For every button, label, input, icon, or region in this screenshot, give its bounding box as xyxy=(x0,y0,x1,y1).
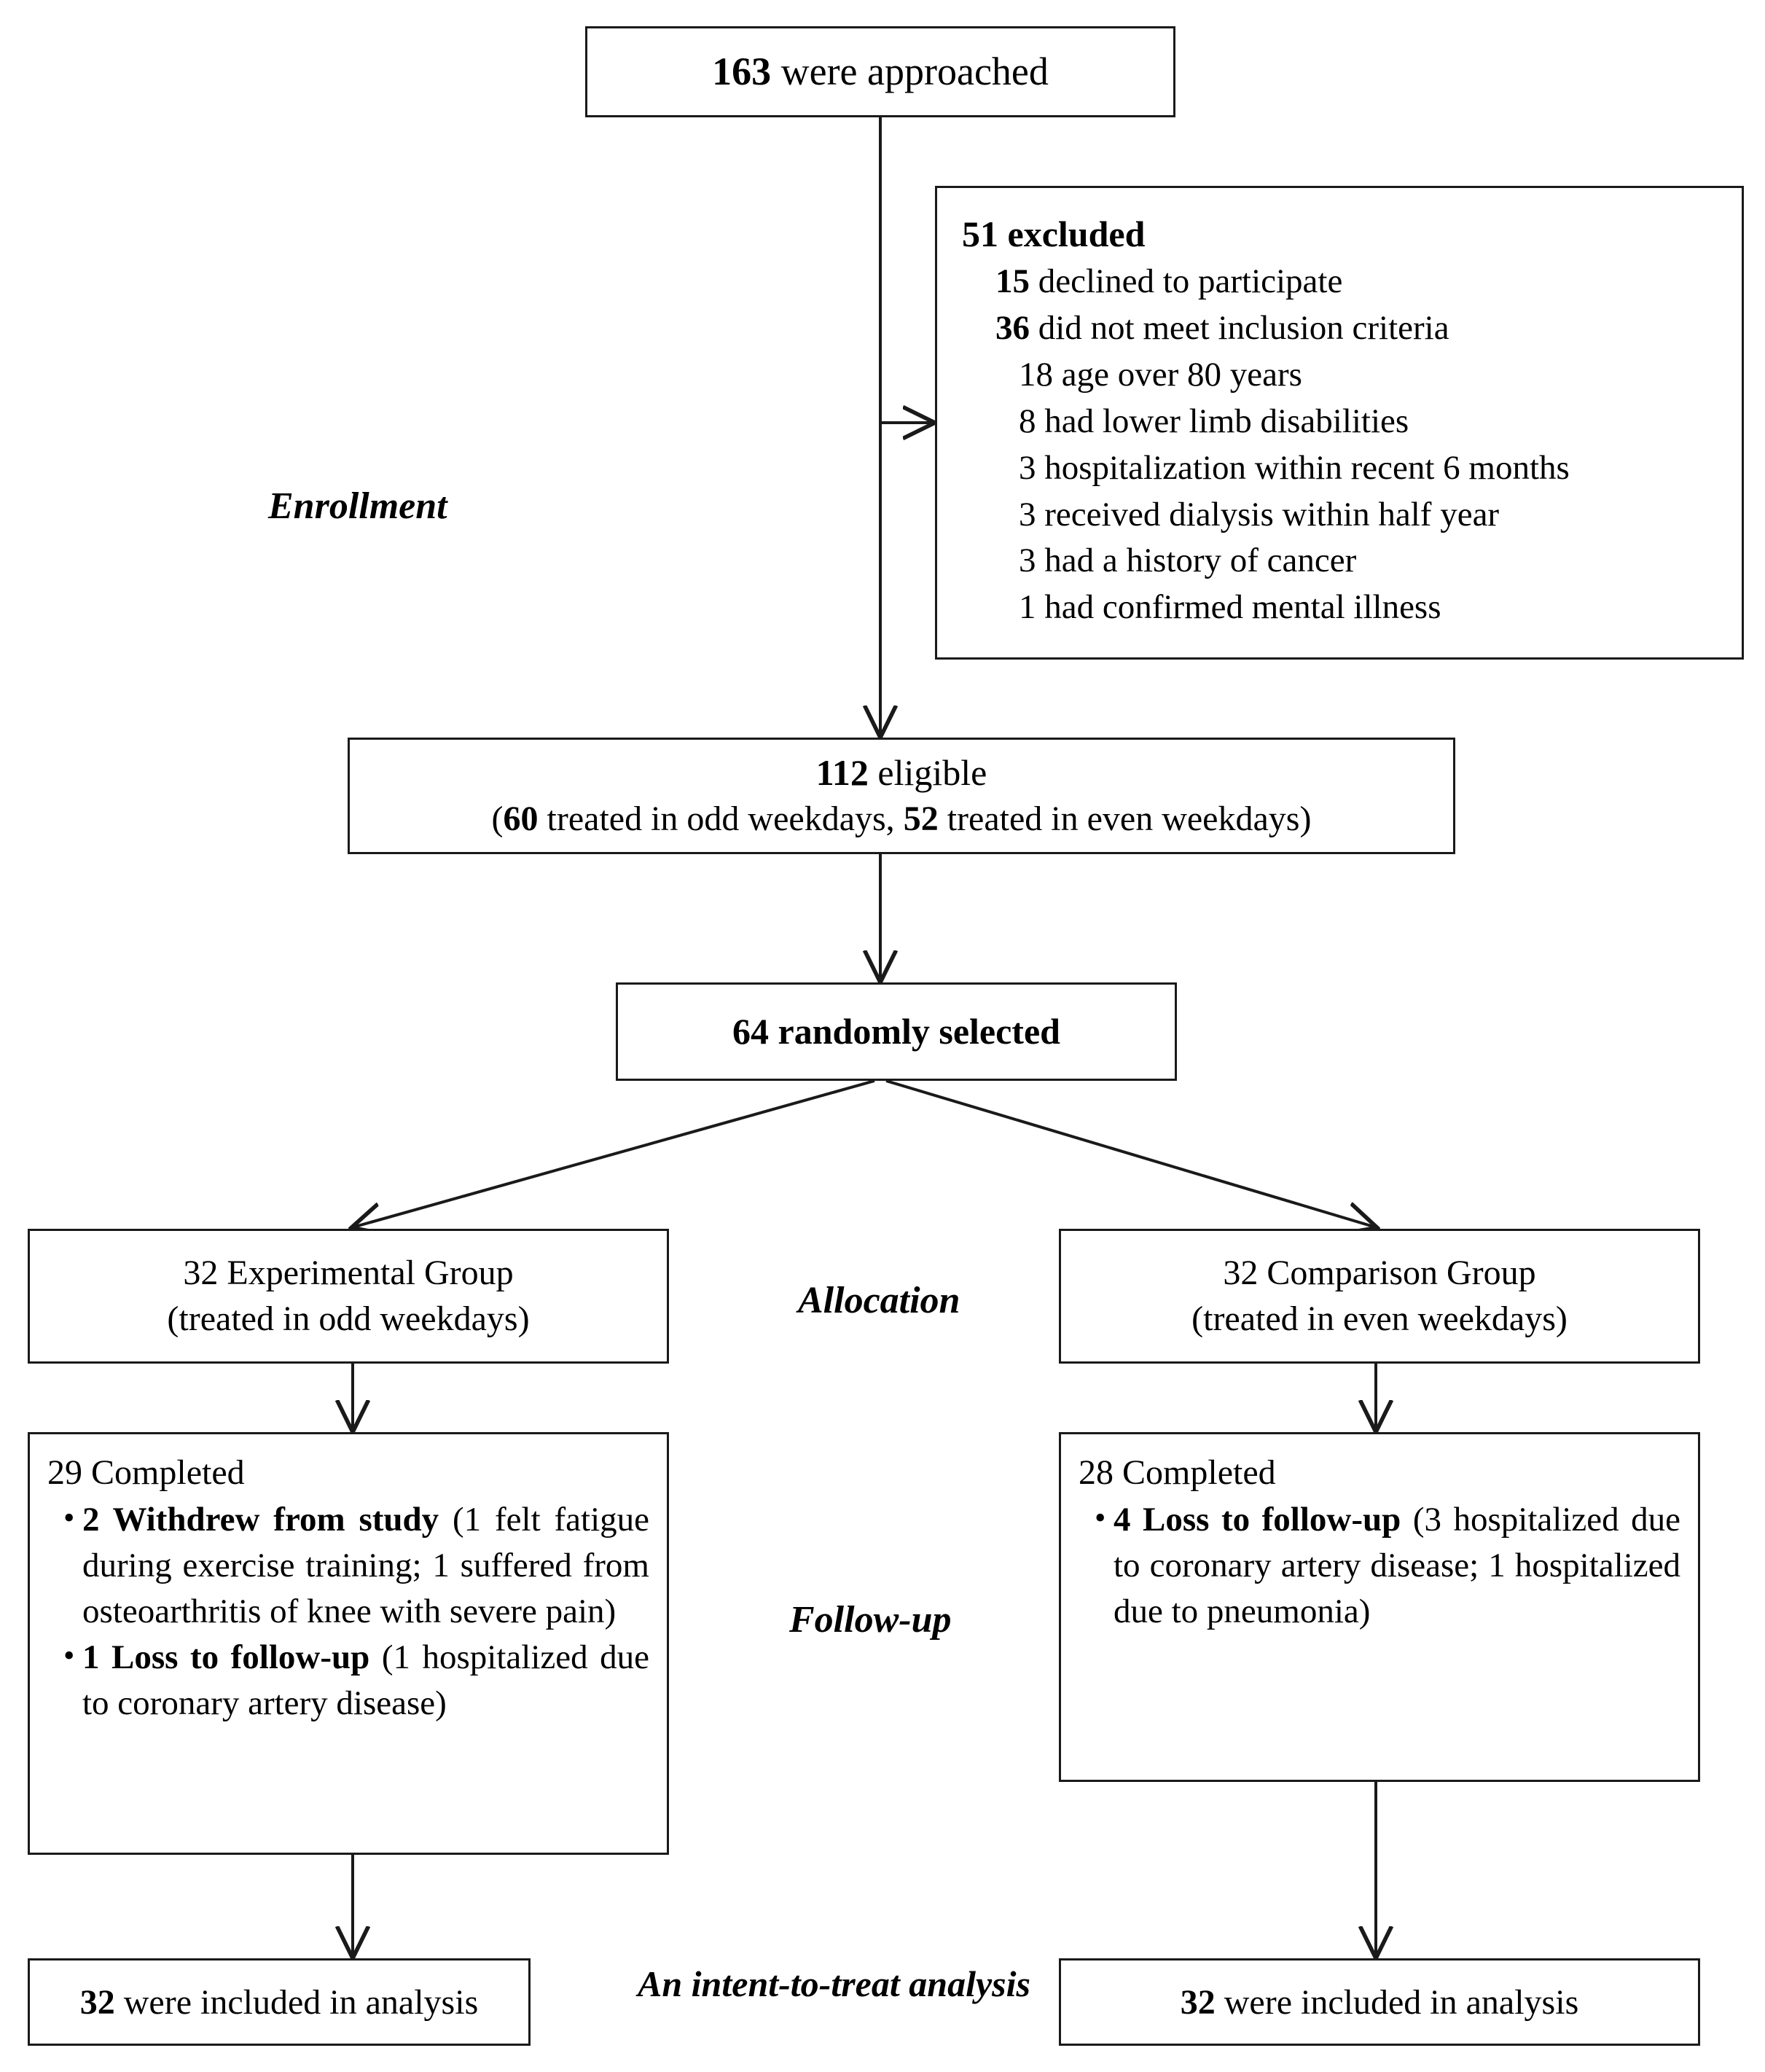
experimental-withdrew-label: 2 Withdrew from study xyxy=(82,1501,439,1539)
experimental-loss-detail: (1 hospitalized due to coronary artery d… xyxy=(82,1638,649,1723)
experimental-group-title: 32 Experimental Group xyxy=(183,1254,514,1293)
node-comparison-group: 32 Comparison Group (treated in even wee… xyxy=(1059,1229,1700,1364)
node-followup-experimental: 29 Completed • 2 Withdrew from study (1 … xyxy=(28,1432,669,1855)
bullet-icon: • xyxy=(1095,1500,1106,1536)
stage-label-followup: Follow-up xyxy=(789,1599,952,1641)
comparison-group-detail: (treated in even weekdays) xyxy=(1191,1299,1568,1338)
stage-label-analysis: An intent-to-treat analysis xyxy=(638,1963,1030,2004)
stage-label-enrollment: Enrollment xyxy=(268,485,447,527)
comparison-completed-count: 28 Completed xyxy=(1079,1453,1276,1492)
node-analysis-comparison: 32 were included in analysis xyxy=(1059,1958,1700,2046)
eligible-detail: (60 treated in odd weekdays, 52 treated … xyxy=(491,800,1312,839)
excluded-sub-hospitalization: 3 hospitalization within recent 6 months xyxy=(1019,448,1570,487)
experimental-withdrew-text: 2 Withdrew from study (1 felt fatigue du… xyxy=(82,1497,649,1635)
excluded-sub-age: 18 age over 80 years xyxy=(1019,355,1302,394)
node-analysis-experimental: 32 were included in analysis xyxy=(28,1958,531,2046)
node-excluded: 51 excluded 15 declined to participate 3… xyxy=(935,186,1744,660)
node-approached: 163 were approached xyxy=(585,26,1175,117)
eligible-count: 112 eligible xyxy=(815,752,987,794)
experimental-loss-item: • 1 Loss to follow-up (1 hospitalized du… xyxy=(63,1635,649,1727)
excluded-sub-cancer: 3 had a history of cancer xyxy=(1019,542,1357,580)
comparison-loss-text: 4 Loss to follow-up (3 hospitalized due … xyxy=(1114,1497,1680,1635)
excluded-sub-limb: 8 had lower limb disabilities xyxy=(1019,402,1409,440)
randomized-text: 64 randomly selected xyxy=(732,1011,1060,1052)
excluded-reason-criteria: 36 did not meet inclusion criteria xyxy=(995,308,1449,347)
experimental-loss-label: 1 Loss to follow-up xyxy=(82,1638,370,1677)
experimental-completed-count: 29 Completed xyxy=(47,1453,245,1492)
node-eligible: 112 eligible (60 treated in odd weekdays… xyxy=(348,738,1455,854)
node-followup-comparison: 28 Completed • 4 Loss to follow-up (3 ho… xyxy=(1059,1432,1700,1782)
bullet-icon: • xyxy=(63,1500,75,1536)
comparison-loss-detail: (3 hospitalized due to coronary artery d… xyxy=(1114,1501,1680,1631)
comparison-group-title: 32 Comparison Group xyxy=(1223,1254,1536,1293)
comparison-loss-label: 4 Loss to follow-up xyxy=(1114,1501,1401,1539)
bullet-icon: • xyxy=(63,1638,75,1674)
experimental-group-detail: (treated in odd weekdays) xyxy=(167,1299,530,1338)
experimental-withdrew-detail: (1 felt fatigue during exercise training… xyxy=(82,1501,649,1631)
excluded-sub-mental: 1 had confirmed mental illness xyxy=(1019,588,1441,627)
analysis-comparison-text: 32 were included in analysis xyxy=(1180,1982,1579,2022)
excluded-sub-dialysis: 3 received dialysis within half year xyxy=(1019,495,1500,533)
comparison-loss-item: • 4 Loss to follow-up (3 hospitalized du… xyxy=(1095,1497,1680,1635)
stage-label-allocation: Allocation xyxy=(798,1280,960,1321)
approached-text: 163 were approached xyxy=(712,50,1049,94)
node-experimental-group: 32 Experimental Group (treated in odd we… xyxy=(28,1229,669,1364)
excluded-heading: 51 excluded xyxy=(962,214,1146,254)
excluded-reason-declined: 15 declined to participate xyxy=(995,262,1343,300)
experimental-loss-text: 1 Loss to follow-up (1 hospitalized due … xyxy=(82,1635,649,1727)
experimental-withdrew-item: • 2 Withdrew from study (1 felt fatigue … xyxy=(63,1497,649,1635)
analysis-experimental-text: 32 were included in analysis xyxy=(79,1982,479,2022)
node-randomly-selected: 64 randomly selected xyxy=(616,982,1177,1081)
